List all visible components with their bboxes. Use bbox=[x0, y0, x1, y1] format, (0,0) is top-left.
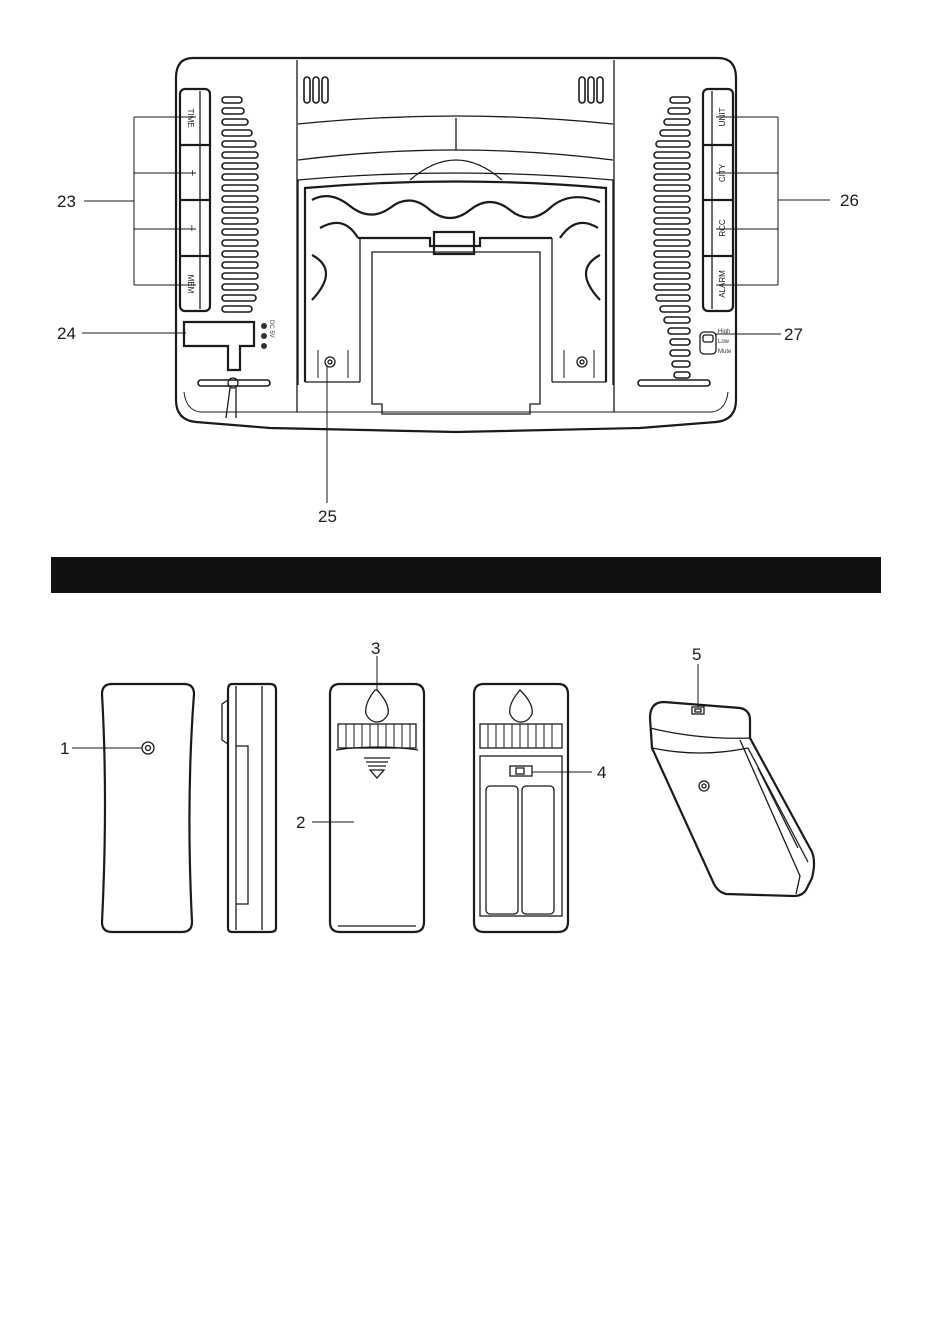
base-station-rear: TIME + – MEM UNIT CITY RCC ALARM bbox=[57, 58, 859, 526]
top-vents bbox=[304, 77, 603, 103]
dc-5v-label: DC 5V bbox=[268, 320, 274, 338]
callout-1: 1 bbox=[60, 739, 69, 758]
callout-25: 25 bbox=[318, 507, 337, 526]
left-vents bbox=[222, 97, 258, 312]
callout-27: 27 bbox=[784, 325, 803, 344]
time-button[interactable]: TIME bbox=[186, 108, 195, 127]
callout-23: 23 bbox=[57, 192, 76, 211]
sensor-front-view bbox=[72, 684, 194, 932]
stand bbox=[298, 160, 613, 414]
callout-3: 3 bbox=[371, 639, 380, 658]
sensor-side-view bbox=[222, 684, 276, 932]
callout-24: 24 bbox=[57, 324, 76, 343]
switch-low-label: Low bbox=[718, 339, 730, 345]
sensor-perspective-view bbox=[650, 664, 814, 896]
callout-2: 2 bbox=[296, 813, 305, 832]
sensor-back-view bbox=[312, 656, 424, 932]
callout-26: 26 bbox=[840, 191, 859, 210]
callout-5: 5 bbox=[692, 645, 701, 664]
rcc-button[interactable]: RCC bbox=[718, 219, 727, 237]
mem-button[interactable]: MEM bbox=[186, 275, 195, 294]
callout-4: 4 bbox=[597, 763, 606, 782]
sensor-views: 1 2 3 bbox=[60, 639, 814, 932]
volume-switch[interactable] bbox=[700, 332, 716, 354]
power-jack bbox=[184, 322, 267, 418]
alarm-button[interactable]: ALARM bbox=[718, 270, 727, 298]
sensor-battery-view bbox=[474, 684, 592, 932]
right-vents bbox=[654, 97, 690, 378]
switch-mute-label: Mute bbox=[718, 349, 732, 355]
minus-button[interactable]: – bbox=[186, 225, 198, 232]
